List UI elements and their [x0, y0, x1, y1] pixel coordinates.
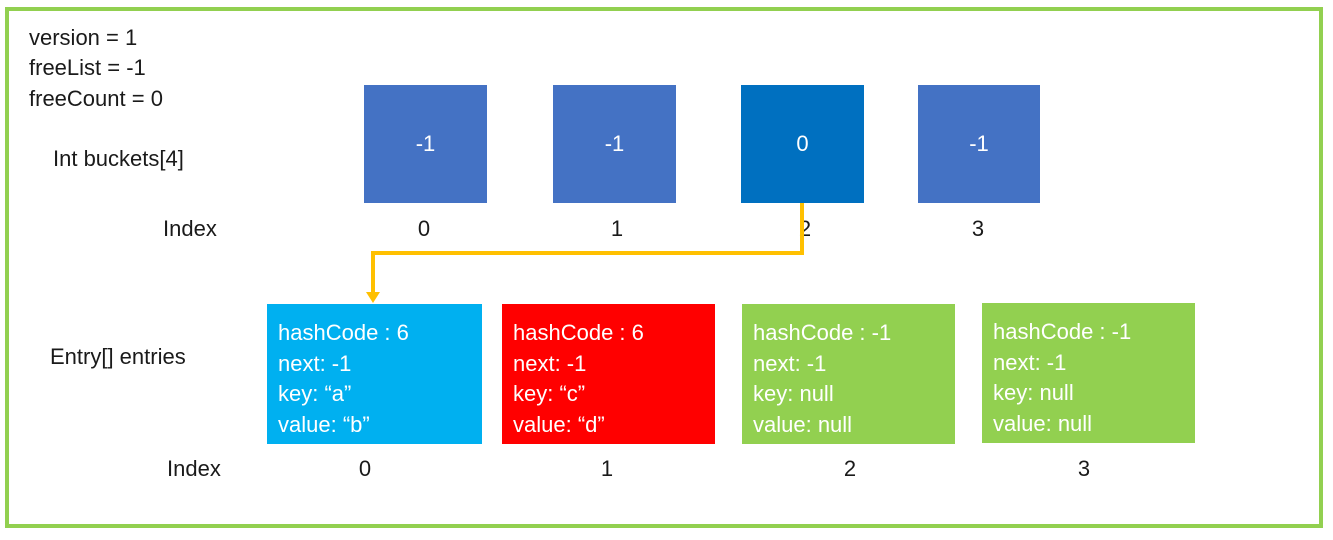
entry-key: key: null — [753, 381, 834, 406]
entry-index-1: 1 — [600, 456, 614, 481]
freelist-text: freeList = -1 — [29, 55, 146, 80]
entries-index-label: Index — [167, 456, 221, 481]
entries-label: Entry[] entries — [50, 344, 186, 369]
entry-hashcode: hashCode : 6 — [278, 320, 409, 345]
entry-value: value: null — [753, 411, 853, 437]
bucket-cell-2: 0 — [741, 85, 864, 203]
entry-cell-1: hashCode : 6 next: -1 key: “c” value: “d… — [502, 304, 715, 444]
entry-cell-0: hashCode : 6 next: -1 key: “a” value: “b… — [267, 304, 482, 444]
bucket-cell-3: -1 — [918, 85, 1040, 203]
entry-hashcode: hashCode : 6 — [513, 320, 644, 345]
entry-key: key: “c” — [513, 381, 586, 406]
bucket-index-3: 3 — [971, 216, 985, 241]
bucket-value: -1 — [415, 131, 436, 156]
entry-cell-2: hashCode : -1 next: -1 key: null value: … — [742, 304, 955, 444]
version-text: version = 1 — [29, 25, 138, 50]
entry-cell-3: hashCode : -1 next: -1 key: null value: … — [982, 303, 1195, 443]
entry-key: key: “a” — [278, 381, 352, 406]
bucket-value: -1 — [969, 131, 989, 156]
entry-value: value: null — [993, 410, 1093, 436]
bucket-index-2: 2 — [798, 216, 812, 241]
entry-index-0: 0 — [358, 456, 372, 481]
diagram-frame — [5, 7, 1323, 528]
bucket-index-1: 1 — [610, 216, 624, 241]
entry-next: next: -1 — [278, 350, 352, 376]
entry-key: key: null — [993, 380, 1074, 405]
entry-next: next: -1 — [993, 349, 1067, 375]
freecount-text: freeCount = 0 — [29, 86, 163, 111]
bucket-cell-1: -1 — [553, 85, 676, 203]
bucket-value: 0 — [796, 131, 809, 156]
entry-index-3: 3 — [1077, 456, 1091, 481]
buckets-label: Int buckets[4] — [53, 146, 184, 171]
entry-hashcode: hashCode : -1 — [993, 319, 1132, 344]
entry-next: next: -1 — [753, 350, 827, 376]
entry-hashcode: hashCode : -1 — [753, 320, 892, 345]
bucket-cell-0: -1 — [364, 85, 487, 203]
bucket-index-0: 0 — [417, 216, 431, 241]
entry-index-2: 2 — [843, 456, 857, 481]
entry-next: next: -1 — [513, 350, 587, 376]
bucket-value: -1 — [604, 131, 625, 156]
entry-value: value: “d” — [513, 411, 605, 437]
buckets-index-label: Index — [163, 216, 217, 241]
entry-value: value: “b” — [278, 411, 370, 437]
